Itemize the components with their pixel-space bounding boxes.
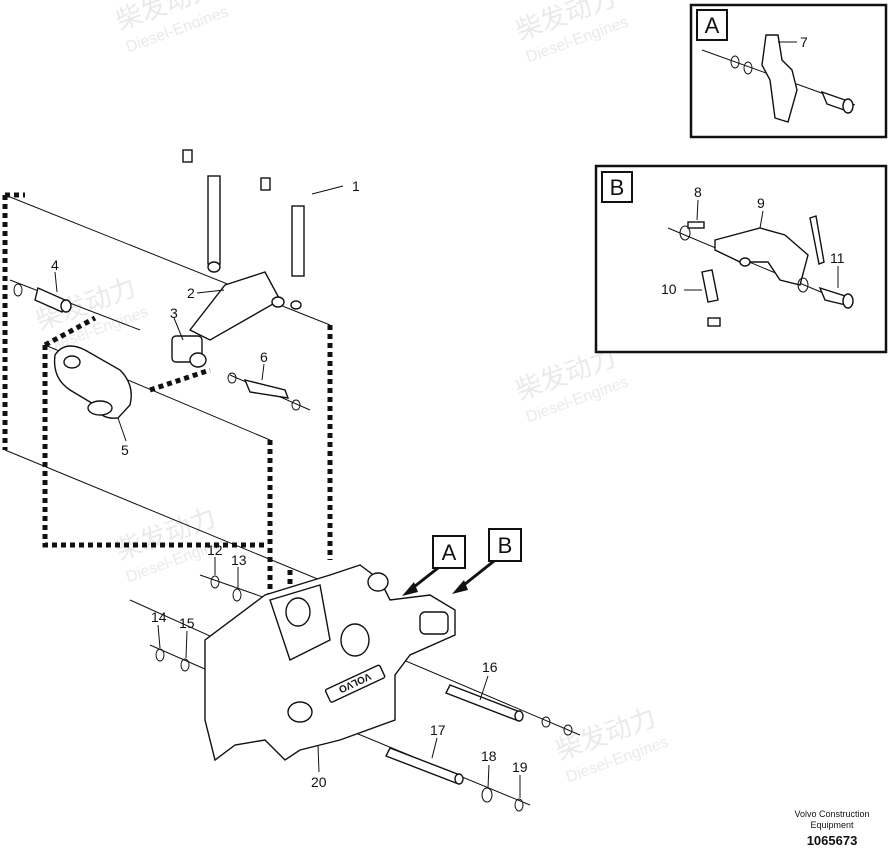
drawing-number: 1065673 [807, 833, 858, 848]
footer-company-line1: Volvo Construction [794, 809, 869, 819]
lever-part-6 [227, 372, 301, 411]
callout-11: 11 [830, 250, 845, 266]
callout-18: 18 [481, 748, 497, 764]
hose-assembly [182, 26, 328, 277]
dashed-assembly-outline [2, 192, 333, 665]
callout-15: 15 [179, 615, 195, 631]
callout-10: 10 [661, 281, 677, 297]
callout-7: 7 [800, 34, 808, 50]
callout-13: 13 [231, 552, 247, 568]
callout-labels: 1 2 3 4 5 6 16 17 20 12 13 14 15 18 19 [51, 178, 528, 790]
callout-17: 17 [430, 722, 446, 738]
callout-12: 12 [207, 542, 223, 558]
view-label-b: B [498, 533, 513, 558]
pin-part-17 [385, 747, 464, 785]
pin-part-4 [13, 283, 72, 313]
inset-b: B 8 9 10 11 [594, 164, 888, 354]
inset-a-letter: A [705, 13, 720, 38]
drawing-footer: Volvo Construction Equipment 1065673 [794, 809, 869, 848]
callout-4: 4 [51, 257, 59, 273]
callout-8: 8 [694, 184, 702, 200]
callout-6: 6 [260, 349, 268, 365]
callout-14: 14 [151, 609, 167, 625]
leader-lines [54, 185, 521, 798]
callout-19: 19 [512, 759, 528, 775]
callout-3: 3 [170, 305, 178, 321]
footer-company-line2: Equipment [810, 820, 854, 830]
hydraulic-cylinder [171, 261, 302, 368]
inset-b-letter: B [610, 175, 625, 200]
callout-9: 9 [757, 195, 765, 211]
callout-1: 1 [352, 178, 360, 194]
callout-5: 5 [121, 442, 129, 458]
inset-a: A 7 [689, 3, 888, 139]
latch-hook-part-5 [53, 345, 132, 419]
callout-16: 16 [482, 659, 498, 675]
pin-part-16 [445, 684, 573, 736]
callout-20: 20 [311, 774, 327, 790]
view-label-a: A [442, 540, 457, 565]
callout-2: 2 [187, 285, 195, 301]
view-indicators: A B [402, 528, 522, 596]
washer-set [155, 575, 524, 812]
coupler-frame-part-20: VOLVO [204, 564, 456, 762]
